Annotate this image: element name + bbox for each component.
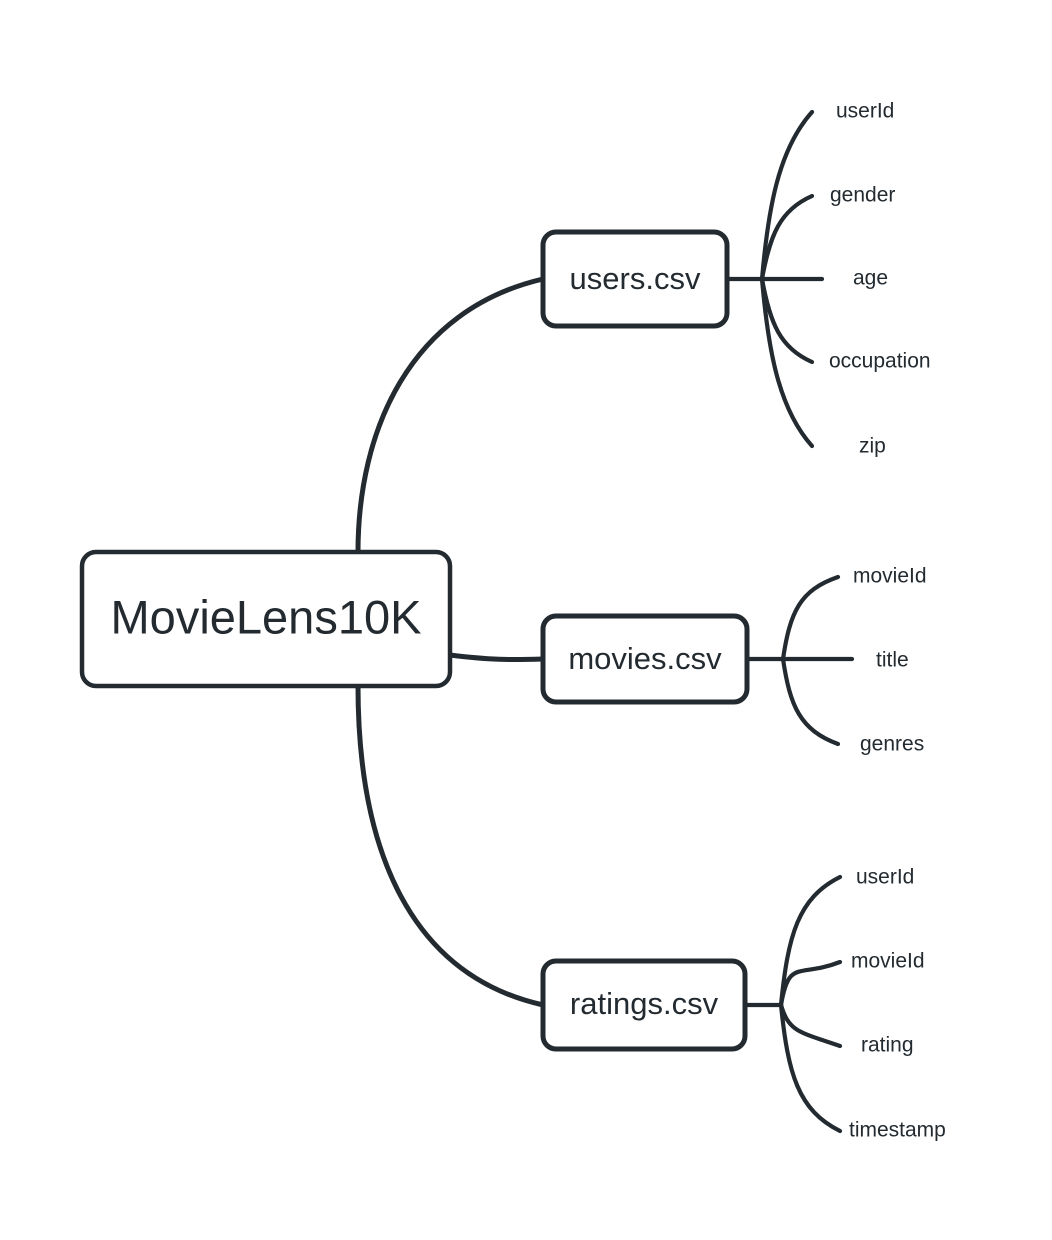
leaf-label-movies-genres[interactable]: genres	[860, 733, 924, 756]
leaf-label-users-zip[interactable]: zip	[859, 435, 886, 458]
edge-users-to-userid	[759, 109, 815, 282]
leaf-label-ratings-movieid[interactable]: movieId	[851, 950, 925, 973]
edge-root-to-users	[355, 276, 546, 555]
leaf-label-movies-movieid[interactable]: movieId	[853, 565, 927, 588]
edge-ratings-to-rating	[778, 1002, 843, 1049]
ratings-leaf-edges	[742, 874, 843, 1134]
edge-users-to-zip	[759, 276, 815, 449]
movies-leaf-labels: movieId title genres	[853, 565, 927, 756]
users-leaf-labels: userId gender age occupation zip	[829, 100, 931, 458]
root-branch-edges	[355, 276, 546, 1008]
users-leaf-edges	[724, 109, 825, 449]
node-ratings-csv[interactable]: ratings.csv	[540, 958, 748, 1052]
leaf-label-users-gender[interactable]: gender	[830, 184, 895, 207]
movies-leaf-edges	[744, 574, 855, 747]
ratings-leaf-labels: userId movieId rating timestamp	[849, 866, 946, 1142]
root-node-box[interactable]	[79, 549, 453, 689]
node-users-csv[interactable]: users.csv	[540, 229, 730, 329]
edge-ratings-to-userid	[778, 874, 843, 1008]
edge-movies-to-movieid	[780, 574, 841, 662]
edge-root-to-ratings	[355, 683, 546, 1008]
edge-movies-to-genres	[780, 656, 841, 747]
leaf-label-users-age[interactable]: age	[853, 267, 888, 290]
leaf-label-users-occupation[interactable]: occupation	[829, 350, 931, 373]
movies-node-box[interactable]	[540, 613, 750, 705]
leaf-label-ratings-rating[interactable]: rating	[861, 1034, 914, 1057]
leaf-label-ratings-timestamp[interactable]: timestamp	[849, 1119, 946, 1142]
leaf-label-users-userid[interactable]: userId	[836, 100, 894, 123]
edge-root-to-movies	[447, 652, 546, 663]
node-root[interactable]: MovieLens10K	[79, 549, 453, 689]
leaf-label-ratings-userid[interactable]: userId	[856, 866, 914, 889]
edge-users-to-gender	[759, 193, 815, 282]
ratings-node-label: ratings.csv	[570, 986, 719, 1021]
movies-node-label: movies.csv	[568, 641, 722, 676]
edge-ratings-to-movieid	[778, 959, 843, 1008]
node-movies-csv[interactable]: movies.csv	[540, 613, 750, 705]
ratings-node-box[interactable]	[540, 958, 748, 1052]
users-node-box[interactable]	[540, 229, 730, 329]
leaf-label-movies-title[interactable]: title	[876, 649, 909, 672]
edge-ratings-to-timestamp	[778, 1002, 843, 1134]
root-node-label: MovieLens10K	[111, 590, 422, 643]
users-node-label: users.csv	[570, 261, 701, 296]
